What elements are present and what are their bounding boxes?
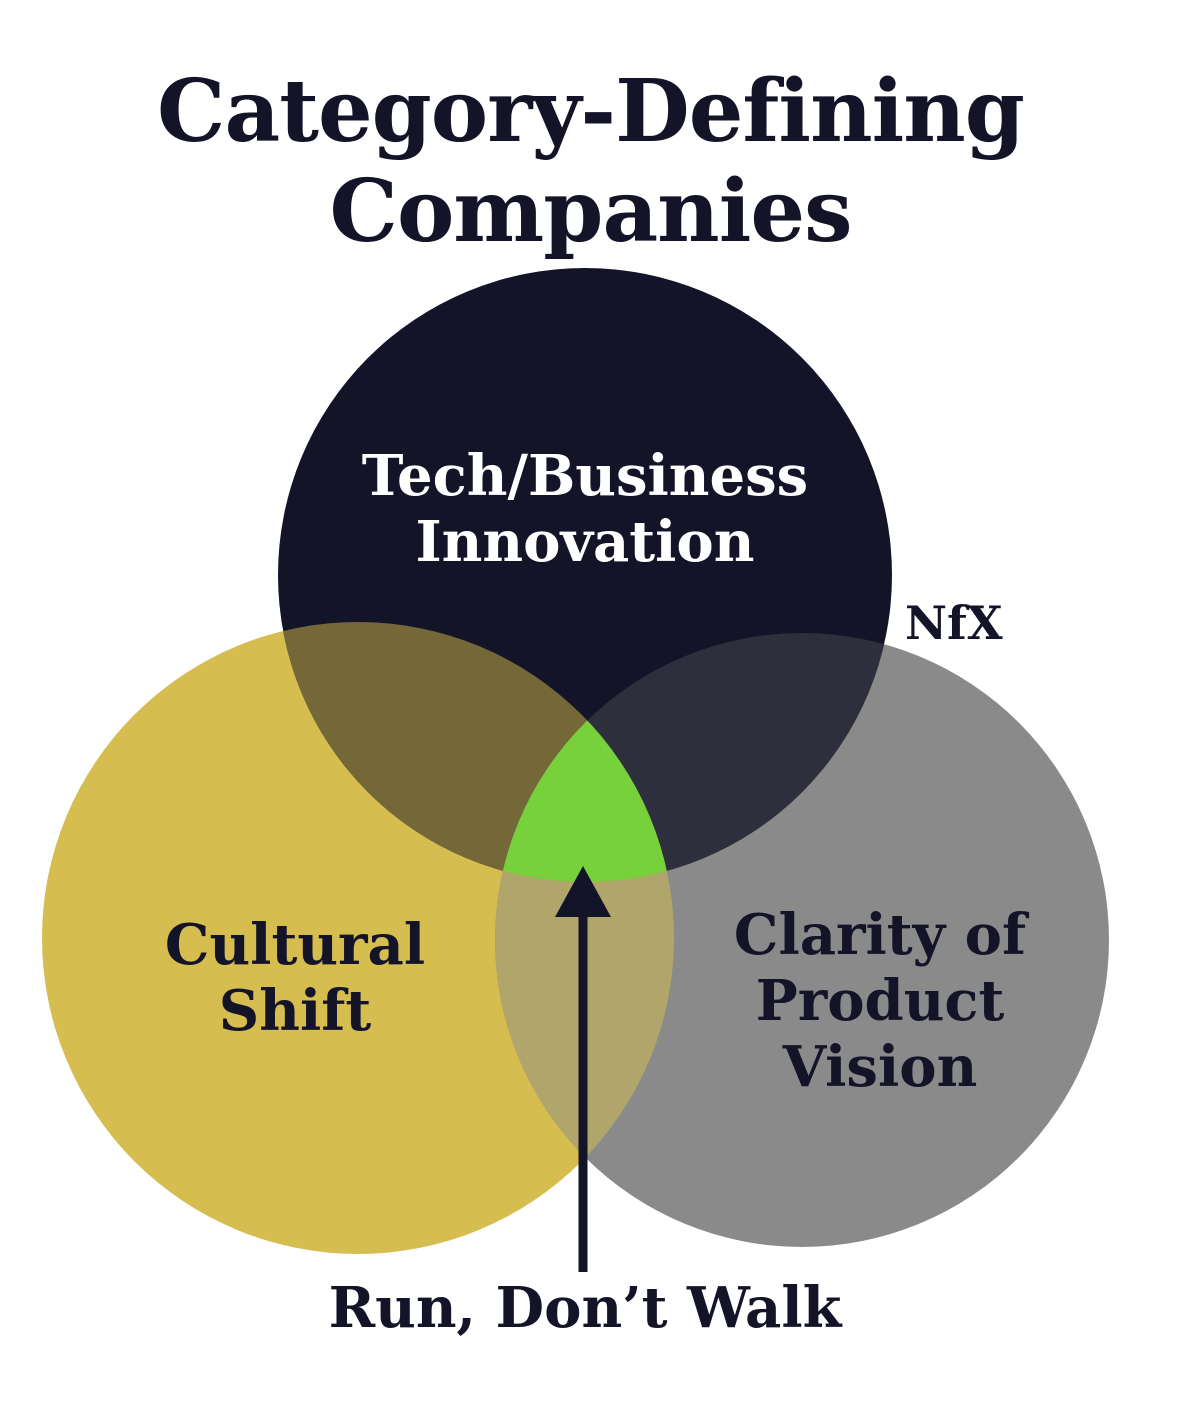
arrow-label: Run, Don’t Walk xyxy=(328,1275,842,1341)
label-tech-innovation: Tech/Business Innovation xyxy=(335,443,835,575)
title-line-1: Category-Defining xyxy=(157,61,1025,162)
arrow-head xyxy=(555,866,611,917)
label-line: Shift xyxy=(218,978,372,1044)
label-line: Clarity of xyxy=(733,902,1027,968)
label-line: Cultural xyxy=(164,912,426,978)
label-product-vision: Clarity of Product Vision xyxy=(700,902,1060,1100)
diagram-title: Category-Defining Companies xyxy=(0,62,1181,262)
label-line: Product xyxy=(755,968,1005,1034)
label-cultural-shift: Cultural Shift xyxy=(140,912,450,1044)
overlap-tech-culture xyxy=(278,622,674,882)
label-line: Tech/Business xyxy=(361,443,809,509)
label-line: Vision xyxy=(782,1034,978,1100)
label-line: Innovation xyxy=(415,509,755,575)
title-line-2: Companies xyxy=(329,161,853,262)
nfx-logo: NfX xyxy=(905,596,1003,650)
overlap-tech-vision xyxy=(495,633,892,882)
